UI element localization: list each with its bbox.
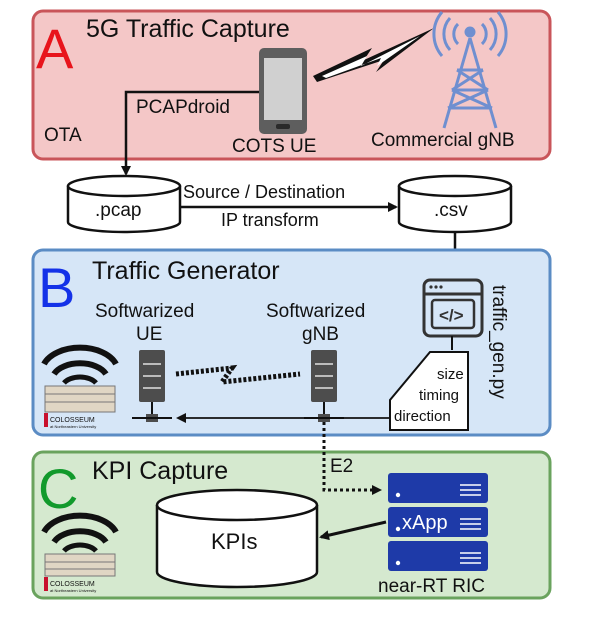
param-timing-label: timing — [419, 387, 459, 404]
panel-a: A 5G Traffic Capture PCAPdroid OTA COTS … — [31, 9, 552, 176]
near-rt-ric-label: near-RT RIC — [378, 576, 485, 597]
colosseum-logo-c: COLOSSEUM at Northeastern University — [41, 512, 119, 593]
wireless-link-icon — [313, 28, 434, 82]
parameters-note-shape — [389, 351, 469, 431]
csv-file-icon — [397, 174, 513, 234]
pcap-label: .pcap — [95, 200, 141, 221]
files-row: .pcap .csv Source / Destination IP trans… — [66, 174, 513, 274]
commercial-gnb-label: Commercial gNB — [371, 130, 515, 151]
panel-c-letter: C — [38, 457, 78, 520]
panel-c-title: KPI Capture — [92, 457, 228, 485]
ota-label: OTA — [44, 125, 82, 146]
softwarized-ue-label-2: UE — [136, 324, 162, 345]
phone-icon — [259, 48, 307, 134]
colosseum-logo: COLOSSEUM at Northeastern University — [41, 344, 119, 429]
softwarized-gnb-label-2: gNB — [302, 324, 339, 345]
cots-ue-label: COTS UE — [232, 136, 316, 157]
panel-c: C KPI Capture E2 KPIs — [31, 422, 552, 600]
param-direction-label: direction — [394, 408, 451, 425]
emulated-wireless-link-icon — [175, 364, 301, 386]
near-rt-ric-stack — [388, 473, 488, 571]
server-ue-icon — [132, 350, 172, 422]
kpi-report-arrow — [319, 520, 387, 541]
panel-a-title: 5G Traffic Capture — [86, 15, 290, 43]
csv-label: .csv — [434, 200, 468, 221]
colosseum-logo-c-subtext: at Northeastern University — [50, 588, 96, 593]
kpis-database-icon — [155, 488, 319, 589]
e2-label: E2 — [330, 456, 353, 477]
panel-b-letter: B — [38, 256, 75, 319]
kpis-label: KPIs — [211, 529, 257, 554]
code-glyph: </> — [439, 306, 464, 325]
transform-label-line1: Source / Destination — [183, 182, 345, 202]
xapp-label: xApp — [402, 512, 448, 534]
pcap-file-icon — [66, 174, 182, 234]
cell-tower-icon — [432, 11, 508, 129]
script-name-label: traffic_gen.py — [488, 285, 509, 399]
xapp-server — [388, 507, 488, 537]
e2-interface-arrow — [322, 422, 382, 495]
panel-b: B Traffic Generator Softwarized UE Softw… — [31, 248, 552, 437]
ric-server-bottom — [388, 541, 488, 571]
panel-a-letter: A — [36, 17, 74, 80]
colosseum-logo-subtext: at Northeastern University — [50, 424, 96, 429]
colosseum-logo-text: COLOSSEUM — [50, 417, 95, 424]
ric-server-top — [388, 473, 488, 503]
softwarized-ue-label-1: Softwarized — [95, 301, 194, 322]
pcapdroid-arrow — [121, 90, 259, 176]
pcapdroid-label: PCAPdroid — [136, 97, 230, 118]
transform-label-line2: IP transform — [221, 210, 319, 230]
softwarized-gnb-label-1: Softwarized — [266, 301, 365, 322]
colosseum-logo-c-text: COLOSSEUM — [50, 581, 95, 588]
param-size-label: size — [437, 366, 464, 383]
panel-b-title: Traffic Generator — [92, 257, 280, 285]
